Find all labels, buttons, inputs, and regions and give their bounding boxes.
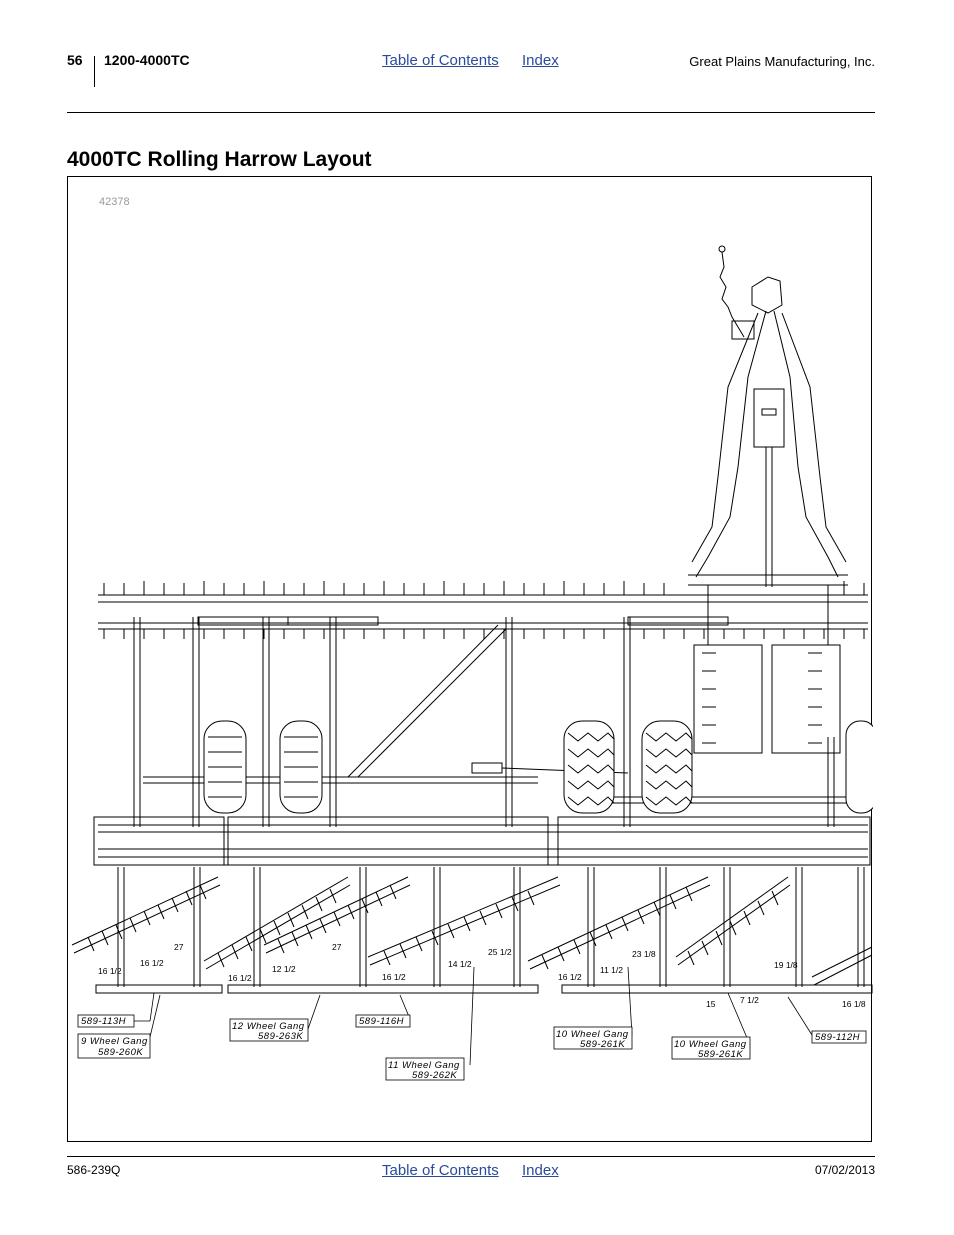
svg-text:9 Wheel Gang: 9 Wheel Gang (81, 1036, 148, 1047)
figure-number: 42378 (99, 196, 130, 208)
index-link-footer[interactable]: Index (522, 1162, 559, 1179)
dimension: 19 1/8 (774, 960, 798, 970)
svg-text:589-260K: 589-260K (98, 1047, 143, 1058)
dimension: 15 (706, 999, 716, 1009)
hitch-tongue (688, 245, 848, 587)
callout-12-wheel-gang: 12 Wheel Gang 589-263K (229, 1018, 309, 1042)
dimension: 16 1/8 (842, 999, 866, 1009)
dimension: 16 1/2 (382, 972, 406, 982)
toc-link-footer[interactable]: Table of Contents (382, 1162, 499, 1179)
svg-text:12 Wheel Gang: 12 Wheel Gang (232, 1021, 305, 1032)
page-title: 4000TC Rolling Harrow Layout (67, 148, 372, 171)
company-name: Great Plains Manufacturing, Inc. (689, 54, 875, 69)
callout-589-116h: 589-116H (355, 1014, 411, 1028)
dimension: 27 (332, 942, 342, 952)
svg-text:10 Wheel Gang: 10 Wheel Gang (556, 1029, 629, 1040)
main-frame (93, 581, 871, 866)
callout-leaders (134, 966, 813, 1066)
svg-text:589-112H: 589-112H (815, 1032, 860, 1043)
callout-589-113h: 589-113H (77, 1014, 135, 1028)
dimension: 16 1/2 (140, 958, 164, 968)
dimension: 12 1/2 (272, 964, 296, 974)
document-number: 586-239Q (67, 1163, 121, 1177)
svg-text:589-263K: 589-263K (258, 1031, 303, 1042)
header-divider (94, 56, 95, 87)
harrow-drawing: 42378 (71, 196, 873, 1081)
svg-text:589-116H: 589-116H (359, 1016, 404, 1027)
dimension: 7 1/2 (740, 995, 759, 1005)
harrow-gangs (71, 867, 873, 994)
callout-9-wheel-gang: 9 Wheel Gang 589-260K (77, 1033, 151, 1059)
svg-text:11 Wheel Gang: 11 Wheel Gang (388, 1060, 460, 1071)
footer-rule (67, 1156, 875, 1157)
svg-text:589-261K: 589-261K (698, 1049, 743, 1060)
harrow-layout-figure: 42378 (67, 176, 873, 1142)
callout-589-112h: 589-112H (811, 1030, 867, 1044)
dimension: 14 1/2 (448, 959, 472, 969)
index-link-header[interactable]: Index (522, 52, 559, 69)
dimension: 16 1/2 (558, 972, 582, 982)
dimension: 16 1/2 (98, 966, 122, 976)
svg-text:589-113H: 589-113H (81, 1016, 126, 1027)
svg-text:589-261K: 589-261K (580, 1039, 625, 1050)
header-rule (67, 112, 875, 113)
model-name: 1200-4000TC (104, 52, 190, 68)
dimension: 25 1/2 (488, 947, 512, 957)
dimension: 27 (174, 942, 184, 952)
dimension-labels: 16 1/2 27 16 1/2 16 1/2 12 1/2 27 16 1/2… (98, 942, 866, 1009)
dimension: 23 1/8 (632, 949, 656, 959)
toc-link-header[interactable]: Table of Contents (382, 52, 499, 69)
dimension: 16 1/2 (228, 973, 252, 983)
svg-text:10 Wheel Gang: 10 Wheel Gang (674, 1039, 747, 1050)
transport-wheels (203, 720, 873, 814)
svg-text:589-262K: 589-262K (412, 1070, 457, 1081)
callout-11-wheel-gang: 11 Wheel Gang 589-262K (385, 1057, 465, 1081)
callout-10-wheel-gang-2: 10 Wheel Gang 589-261K (671, 1036, 751, 1060)
callout-10-wheel-gang-1: 10 Wheel Gang 589-261K (553, 1026, 633, 1050)
dimension: 11 1/2 (600, 965, 623, 975)
page-number: 56 (67, 52, 83, 68)
revision-date: 07/02/2013 (814, 1163, 875, 1177)
